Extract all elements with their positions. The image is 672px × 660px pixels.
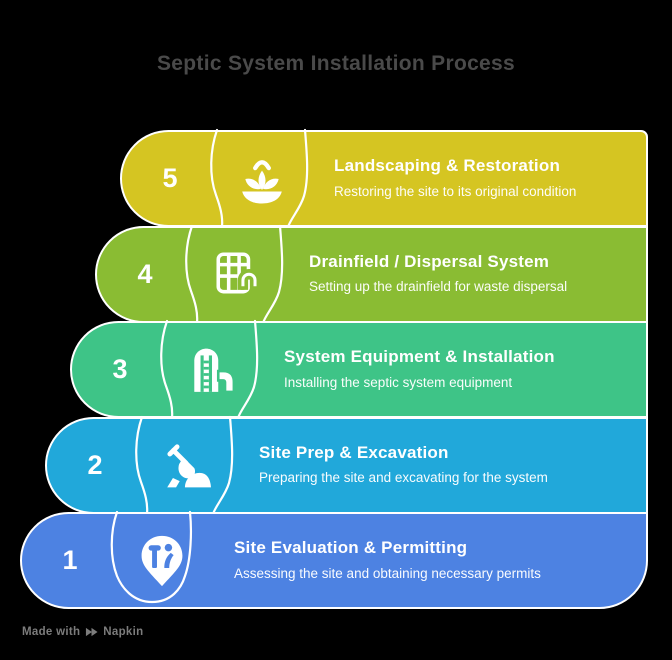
step-icon-cell [193, 228, 281, 321]
shovel-excavation-icon [167, 444, 211, 488]
step-text-block: Landscaping & Restoration Restoring the … [334, 132, 632, 225]
step-text-block: Site Evaluation & Permitting Assessing t… [234, 514, 632, 607]
watermark-brand: Napkin [103, 626, 144, 638]
step-icon-cell [218, 132, 306, 225]
step-row-1: 1 Site Evaluation & Permitting Assessing… [20, 510, 648, 609]
watermark-prefix: Made with [22, 626, 81, 638]
step-description: Assessing the site and obtaining necessa… [234, 565, 541, 581]
step-text-block: Drainfield / Dispersal System Setting up… [309, 228, 632, 321]
step-icon-cell [118, 514, 206, 607]
step-title: Site Evaluation & Permitting [234, 538, 468, 558]
step-row-5: 5 Landscaping & Restoration Restoring th… [120, 128, 648, 229]
step-description: Preparing the site and excavating for th… [259, 470, 548, 486]
step-icon-cell [143, 419, 231, 512]
step-description: Installing the septic system equipment [284, 374, 513, 390]
step-icon-cell [168, 323, 256, 416]
step-row-4: 4 Drainfield / Dispersal System Setting … [95, 224, 648, 324]
silo-equipment-icon [194, 348, 236, 393]
step-number-badge: 3 [112, 354, 128, 384]
step-number-badge: 1 [62, 545, 78, 575]
step-text-block: Site Prep & Excavation Preparing the sit… [259, 419, 632, 512]
step-text-block: System Equipment & Installation Installi… [284, 323, 632, 416]
page-title: Septic System Installation Process [156, 52, 515, 75]
step-row-2: 2 Site Prep & Excavation Preparing the s… [45, 415, 648, 515]
step-number-badge: 5 [162, 163, 178, 193]
step-title: Site Prep & Excavation [259, 442, 449, 462]
step-row-3: 3 System Equipment & Installatio [70, 319, 648, 420]
map-pin-surveyor-icon [141, 535, 183, 586]
step-number-badge: 4 [137, 258, 153, 289]
step-description: Setting up the drainfield for waste disp… [309, 279, 568, 295]
watermark: Made with Napkin [22, 626, 143, 638]
landscaping-plant-bowl-icon [242, 159, 282, 203]
drainfield-grid-magnet-icon [216, 252, 261, 294]
napkin-logo-icon [86, 627, 98, 637]
step-number-badge: 2 [87, 449, 103, 480]
step-title: Landscaping & Restoration [334, 156, 561, 176]
step-description: Restoring the site to its original condi… [334, 183, 577, 199]
step-title: System Equipment & Installation [284, 347, 555, 367]
step-title: Drainfield / Dispersal System [309, 251, 550, 271]
